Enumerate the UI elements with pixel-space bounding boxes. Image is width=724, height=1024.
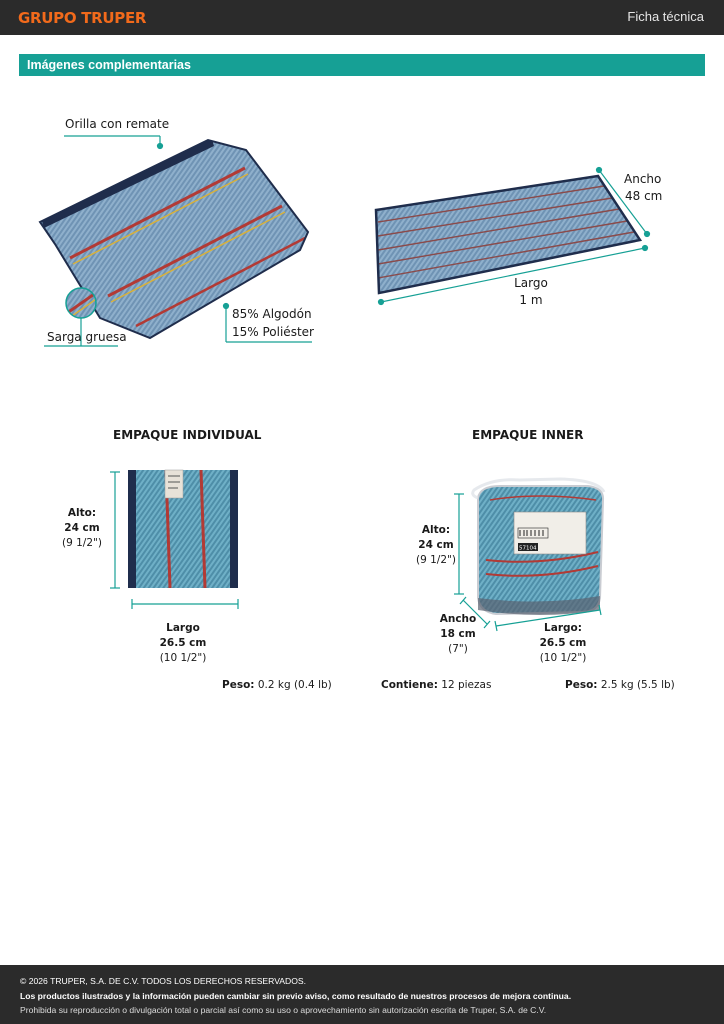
individual-length-value: 26.5 cm <box>159 637 207 649</box>
inner-width: Ancho 18 cm (7") <box>430 612 486 657</box>
footer-copyright: © 2026 TRUPER, S.A. DE C.V. TODOS LOS DE… <box>20 976 307 986</box>
brand-logo: GRUPO TRUPER <box>18 9 147 27</box>
width-label: Ancho <box>624 172 662 186</box>
individual-height-imperial: (9 1/2") <box>62 537 102 549</box>
inner-tag-code: 57104 <box>519 546 537 552</box>
individual-length-label: Largo <box>166 622 200 634</box>
inner-contents: Contiene: 12 piezas <box>381 678 491 693</box>
individual-weight: Peso: 0.2 kg (0.4 lb) <box>222 678 332 693</box>
composition-polyester: 15% Poliéster <box>232 325 314 339</box>
edge-label: Orilla con remate <box>65 117 170 131</box>
weave-label: Sarga gruesa <box>47 330 127 344</box>
individual-package-title: EMPAQUE INDIVIDUAL <box>113 428 262 442</box>
inner-length-value: 26.5 cm <box>539 637 587 649</box>
inner-width-value: 18 cm <box>440 628 476 640</box>
document-type: Ficha técnica <box>627 9 704 24</box>
inner-contents-label: Contiene: <box>381 679 438 691</box>
individual-length: Largo 26.5 cm (10 1/2") <box>150 621 216 666</box>
inner-height-imperial: (9 1/2") <box>416 554 456 566</box>
footer-notice: Los productos ilustrados y la informació… <box>20 991 572 1001</box>
inner-package-image: 57104 <box>471 477 606 616</box>
width-value: 48 cm <box>625 189 663 203</box>
individual-height-value: 24 cm <box>64 522 100 534</box>
weave-detail-image <box>65 287 97 319</box>
section-title: Imágenes complementarias <box>27 58 191 72</box>
inner-height-label: Alto: <box>421 524 451 536</box>
individual-height: Alto: 24 cm (9 1/2") <box>52 506 112 551</box>
inner-length: Largo: 26.5 cm (10 1/2") <box>530 621 596 666</box>
individual-height-label: Alto: <box>67 507 97 519</box>
individual-length-imperial: (10 1/2") <box>159 652 207 664</box>
inner-height-value: 24 cm <box>418 539 454 551</box>
inner-width-imperial: (7") <box>448 643 468 655</box>
inner-contents-value: 12 piezas <box>441 679 492 691</box>
individual-weight-label: Peso: <box>222 679 255 691</box>
flat-cloth-image <box>374 174 643 295</box>
inner-length-imperial: (10 1/2") <box>539 652 587 664</box>
inner-width-label: Ancho <box>439 613 477 625</box>
footer-legal: Prohibida su reproducción o divulgación … <box>20 1005 547 1015</box>
length-label: Largo <box>514 276 548 290</box>
inner-weight: Peso: 2.5 kg (5.5 lb) <box>565 678 675 693</box>
composition-cotton: 85% Algodón <box>232 307 312 321</box>
inner-height: Alto: 24 cm (9 1/2") <box>406 523 466 568</box>
top-bar: GRUPO TRUPER Ficha técnica <box>0 0 724 35</box>
inner-length-label: Largo: <box>544 622 582 634</box>
individual-package-image <box>128 469 238 589</box>
footer: © 2026 TRUPER, S.A. DE C.V. TODOS LOS DE… <box>0 965 724 1024</box>
inner-weight-value: 2.5 kg (5.5 lb) <box>600 679 675 691</box>
length-value: 1 m <box>519 293 543 307</box>
inner-weight-label: Peso: <box>565 679 598 691</box>
section-header: Imágenes complementarias <box>19 54 705 76</box>
inner-package-title: EMPAQUE INNER <box>472 428 584 442</box>
individual-weight-value: 0.2 kg (0.4 lb) <box>257 679 332 691</box>
